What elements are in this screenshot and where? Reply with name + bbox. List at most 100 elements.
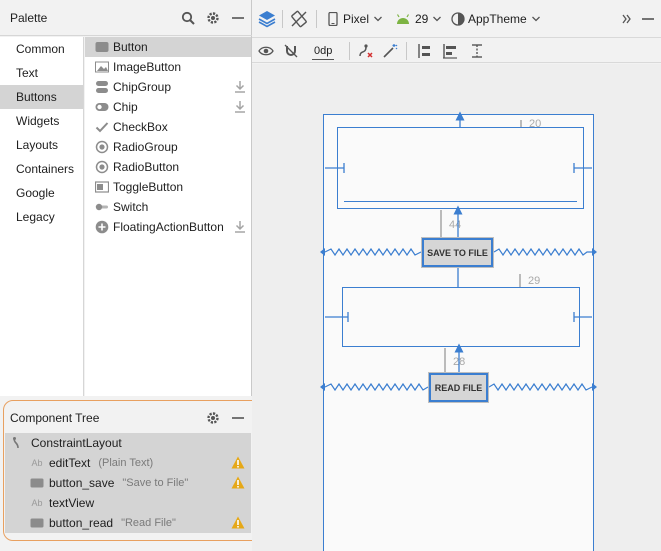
- api-level-selector[interactable]: 29: [395, 9, 442, 29]
- component-tree-title: Component Tree: [10, 411, 100, 425]
- warning-icon[interactable]: [231, 476, 245, 490]
- default-margin-value: 0dp: [314, 44, 333, 57]
- gear-icon[interactable]: [205, 410, 221, 426]
- textview-icon: Ab: [31, 498, 43, 508]
- device-label: Pixel: [343, 12, 370, 26]
- widget-togglebutton[interactable]: ToggleButton: [85, 177, 251, 197]
- chip-icon: [95, 100, 109, 114]
- palette-widget-list: Button ImageButton ChipGroup Chip CheckB…: [85, 37, 251, 396]
- category-buttons[interactable]: Buttons: [0, 85, 83, 109]
- tree-node-detail: "Read File": [121, 517, 176, 529]
- download-icon[interactable]: [233, 80, 247, 94]
- theme-selector[interactable]: AppTheme: [451, 9, 541, 29]
- minimize-icon[interactable]: [230, 410, 246, 426]
- widget-button[interactable]: Button: [85, 37, 251, 57]
- button-icon: [95, 40, 109, 54]
- magnet-off-icon[interactable]: [284, 42, 298, 60]
- widget-checkbox[interactable]: CheckBox: [85, 117, 251, 137]
- margin-label: 29: [528, 275, 541, 287]
- download-icon[interactable]: [233, 100, 247, 114]
- tree-node-label: button_read: [49, 516, 114, 530]
- guidelines-icon[interactable]: [469, 42, 485, 60]
- widget-label: Switch: [113, 200, 149, 214]
- layers-icon[interactable]: [258, 9, 276, 29]
- widget-label: Chip: [113, 100, 138, 114]
- category-legacy[interactable]: Legacy: [16, 210, 55, 224]
- read-file-button[interactable]: READ FILE: [428, 372, 489, 403]
- minimize-icon[interactable]: [230, 10, 246, 26]
- category-text[interactable]: Text: [16, 66, 39, 80]
- tree-node-constraintlayout[interactable]: ConstraintLayout: [11, 433, 122, 453]
- save-to-file-button[interactable]: SAVE TO FILE: [421, 237, 494, 268]
- pack-icon[interactable]: [416, 42, 432, 60]
- magic-wand-icon[interactable]: [382, 42, 398, 60]
- tree-node-label: ConstraintLayout: [31, 436, 122, 450]
- widget-radiogroup[interactable]: RadioGroup: [85, 137, 251, 157]
- checkmark-icon: [95, 120, 109, 134]
- component-tree: ConstraintLayout Ab editText (Plain Text…: [5, 433, 251, 533]
- plus-circle-icon: [95, 220, 109, 234]
- download-icon[interactable]: [233, 220, 247, 234]
- tree-node-textview[interactable]: Ab textView: [29, 493, 94, 513]
- switch-icon: [95, 200, 109, 214]
- theme-label: AppTheme: [468, 12, 527, 26]
- tree-node-button-read[interactable]: button_read "Read File": [29, 513, 251, 533]
- tree-node-edittext[interactable]: Ab editText (Plain Text): [29, 453, 251, 473]
- widget-chip[interactable]: Chip: [85, 97, 251, 117]
- component-tree-panel: Component Tree ConstraintLayout Ab editT…: [0, 397, 266, 551]
- warning-icon[interactable]: [231, 516, 245, 530]
- phone-icon: [328, 12, 338, 26]
- widget-label: ToggleButton: [113, 180, 184, 194]
- edittext-icon: Ab: [31, 458, 43, 468]
- widget-label: FloatingActionButton: [113, 220, 224, 234]
- eye-icon[interactable]: [258, 42, 274, 60]
- category-google[interactable]: Google: [16, 186, 55, 200]
- theme-icon: [451, 12, 465, 26]
- clear-constraints-icon[interactable]: [358, 42, 374, 60]
- tree-node-button-save[interactable]: button_save "Save to File": [29, 473, 251, 493]
- widget-label: CheckBox: [113, 120, 168, 134]
- tree-node-detail: (Plain Text): [98, 457, 154, 469]
- palette-categories: Common Text Buttons Widgets Layouts Cont…: [0, 37, 84, 396]
- api-label: 29: [415, 12, 429, 26]
- widget-floatingactionbutton[interactable]: FloatingActionButton: [85, 217, 251, 237]
- tree-node-label: editText: [49, 456, 91, 470]
- widget-label: RadioButton: [113, 160, 180, 174]
- widget-switch[interactable]: Switch: [85, 197, 251, 217]
- category-containers[interactable]: Containers: [16, 162, 75, 176]
- warning-icon[interactable]: [231, 456, 245, 470]
- widget-label: ImageButton: [113, 60, 182, 74]
- device-selector[interactable]: Pixel: [328, 9, 383, 29]
- widget-label: Button: [113, 40, 148, 54]
- category-layouts[interactable]: Layouts: [16, 138, 59, 152]
- category-common[interactable]: Common: [16, 42, 65, 56]
- palette-panel: Palette Common Text Buttons Widgets Layo…: [0, 0, 252, 396]
- tree-node-label: button_save: [49, 476, 115, 490]
- gear-icon[interactable]: [205, 10, 221, 26]
- orientation-icon[interactable]: [290, 9, 308, 29]
- palette-header: Palette: [0, 0, 252, 36]
- widget-chipgroup[interactable]: ChipGroup: [85, 77, 251, 97]
- overflow-icon[interactable]: [622, 9, 632, 29]
- design-canvas[interactable]: SAVE TO FILE READ FILE 20 44 29 28: [252, 64, 661, 551]
- widget-imagebutton[interactable]: ImageButton: [85, 57, 251, 77]
- layout-toolbar: 0dp: [252, 39, 661, 63]
- radio-icon: [95, 140, 109, 154]
- palette-title: Palette: [10, 10, 48, 25]
- align-icon[interactable]: [442, 42, 458, 60]
- constraint-layout-icon: [11, 436, 27, 450]
- save-to-file-label: SAVE TO FILE: [427, 247, 488, 258]
- button-icon: [29, 518, 45, 528]
- search-icon[interactable]: [180, 10, 196, 26]
- constraint-overlay: [320, 111, 597, 392]
- widget-label: RadioGroup: [113, 140, 178, 154]
- android-icon: [396, 14, 410, 24]
- widget-radiobutton[interactable]: RadioButton: [85, 157, 251, 177]
- chevron-down-icon: [374, 16, 382, 22]
- read-file-label: READ FILE: [434, 382, 483, 393]
- margin-label: 20: [529, 118, 542, 130]
- default-margin-selector[interactable]: 0dp: [312, 42, 335, 60]
- image-icon: [95, 60, 109, 74]
- minimize-icon[interactable]: [641, 9, 655, 29]
- category-widgets[interactable]: Widgets: [16, 114, 60, 128]
